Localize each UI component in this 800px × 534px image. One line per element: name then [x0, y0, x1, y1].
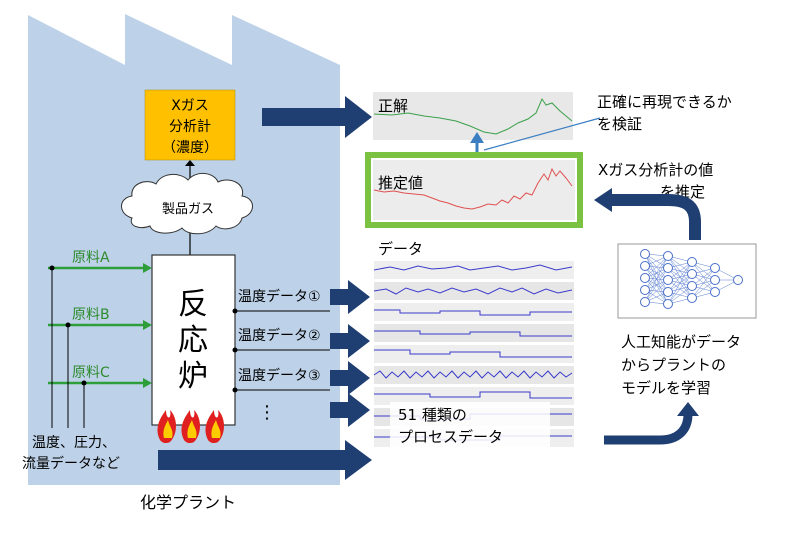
feed-label-b: 原料B — [72, 307, 110, 323]
verify-note-line1: 正確に再現できるか — [597, 93, 732, 111]
feed-label-c: 原料C — [72, 365, 110, 381]
feed-data-note-line2: 流量データなど — [22, 455, 120, 472]
x-gas-analyzer-box — [144, 89, 236, 161]
truth-signal-line — [373, 97, 573, 135]
reactor-label-2: 応 — [178, 323, 208, 358]
neural-network-icon — [640, 249, 743, 309]
ai-note-line1: 人工知能がデータ — [621, 333, 741, 351]
analyzer-label-line1: Xガス — [171, 98, 209, 114]
ai-note-line3: モデルを学習 — [621, 379, 711, 397]
more-data-ellipsis: ⋮ — [258, 402, 276, 423]
temperature-data-label-2: 温度データ② — [238, 327, 321, 344]
temperature-data-label-3: 温度データ③ — [238, 367, 321, 384]
pipe-arrowhead — [185, 160, 195, 166]
estimate-note-line1: Xガス分析計の値 — [598, 161, 713, 179]
data-count-caption-line1: 51 種類の — [398, 406, 467, 424]
data-to-nn-arrowhead — [677, 402, 699, 416]
feed-arrows — [48, 263, 152, 388]
feed-sensor-dots — [49, 265, 87, 386]
product-gas-label: 製品ガス — [162, 202, 214, 217]
estimate-signal-line — [373, 167, 573, 210]
verify-callout-line — [483, 117, 601, 151]
truth-label: 正解 — [378, 97, 408, 115]
estimate-panel-inner — [373, 160, 575, 220]
analyzer-label-line3: （濃度） — [162, 140, 218, 156]
plant-label: 化学プラント — [140, 493, 236, 512]
reactor-label-1: 反 — [178, 287, 208, 322]
temperature-data-label-1: 温度データ① — [238, 288, 321, 305]
reactor-label-3: 炉 — [178, 359, 208, 394]
temperature-taps — [235, 310, 330, 391]
feed-sensor-taps — [51, 268, 85, 428]
data-label: データ — [378, 240, 423, 258]
nn-to-estimate-arrowhead — [594, 188, 612, 212]
data-to-nn-arrow — [604, 413, 693, 445]
truth-panel — [373, 92, 573, 140]
estimate-label: 推定値 — [378, 174, 423, 192]
verify-note-line2: を検証 — [597, 115, 642, 133]
data-arrows — [330, 280, 370, 427]
feed-data-note-line1: 温度、圧力、 — [32, 435, 116, 451]
product-gas-cloud — [121, 173, 253, 235]
nn-to-estimate-arrow — [610, 194, 701, 240]
factory-silhouette — [28, 14, 340, 485]
burner-flames — [157, 410, 224, 444]
analyzer-label-line2: 分析計 — [169, 119, 211, 135]
all-data-arrow — [158, 440, 372, 480]
ai-note-line2: からプラントの — [621, 356, 726, 374]
data-count-caption-bg — [390, 402, 550, 450]
analyzer-to-truth-arrow — [262, 96, 372, 138]
temperature-tap-dots — [232, 308, 238, 393]
reactor — [151, 254, 236, 426]
feed-label-a: 原料A — [72, 250, 110, 266]
data-count-caption-line2: プロセスデータ — [398, 428, 503, 446]
